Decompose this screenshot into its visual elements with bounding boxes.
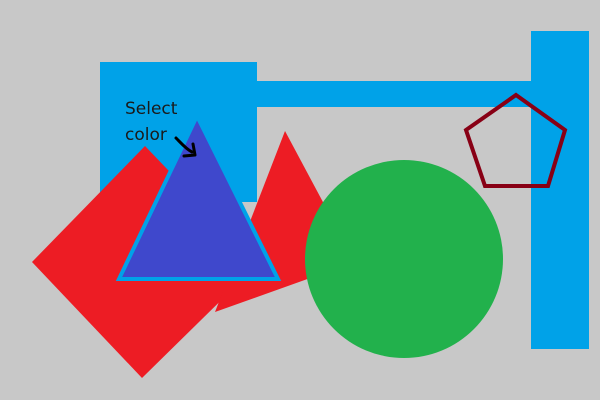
indigo-triangle[interactable] bbox=[115, 111, 282, 281]
blue-horizontal-bar[interactable] bbox=[257, 81, 531, 107]
green-circle[interactable] bbox=[305, 160, 503, 358]
annotation-line-1: Select bbox=[125, 99, 178, 119]
arrow-icon bbox=[174, 136, 197, 158]
maroon-pentagon[interactable] bbox=[463, 92, 568, 188]
annotation-line-2: color bbox=[125, 125, 167, 145]
blue-vertical-bar[interactable] bbox=[531, 31, 589, 349]
